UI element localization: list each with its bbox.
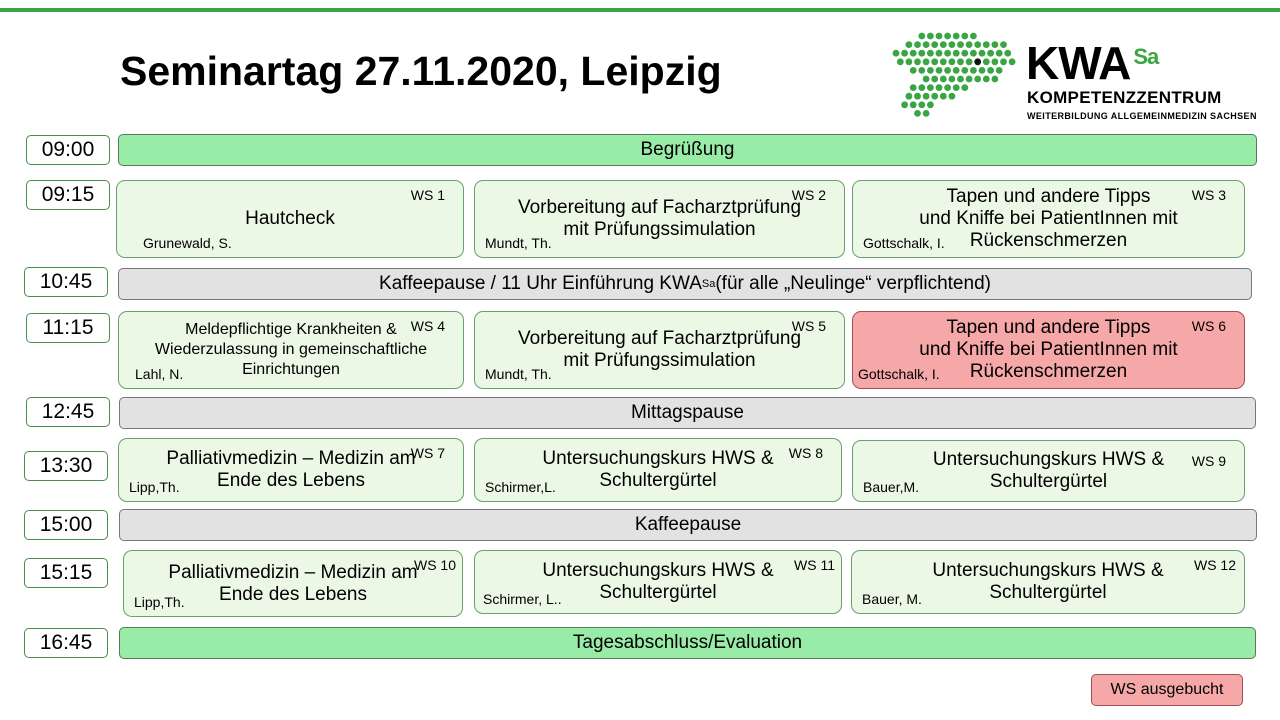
- workshop-card[interactable]: Vorbereitung auf Facharztprüfung mit Prü…: [474, 311, 845, 389]
- time-slot: 11:15: [26, 313, 110, 343]
- workshop-speaker: Lipp,Th.: [129, 479, 180, 495]
- coffee-break-bar: Kaffeepause: [119, 509, 1257, 541]
- saxony-dots-icon: [892, 32, 1016, 117]
- workshop-card[interactable]: Palliativmedizin – Medizin am Ende des L…: [123, 550, 463, 617]
- workshop-number: WS 11: [794, 557, 835, 573]
- workshop-number: WS 7: [410, 445, 445, 461]
- time-slot: 15:15: [24, 558, 108, 588]
- workshop-number: WS 6: [1191, 318, 1226, 334]
- workshop-speaker: Grunewald, S.: [143, 235, 232, 251]
- workshop-card[interactable]: Untersuchungskurs HWS & Schultergürtel W…: [474, 438, 842, 502]
- workshop-speaker: Lipp,Th.: [134, 594, 185, 610]
- workshop-title: Palliativmedizin – Medizin am Ende des L…: [166, 448, 416, 491]
- workshop-card[interactable]: Palliativmedizin – Medizin am Ende des L…: [118, 438, 464, 502]
- workshop-title: Untersuchungskurs HWS & Schultergürtel: [542, 448, 774, 491]
- workshop-title: Untersuchungskurs HWS & Schultergürtel: [932, 449, 1165, 492]
- workshop-card[interactable]: Vorbereitung auf Facharztprüfung mit Prü…: [474, 180, 845, 258]
- workshop-title: Tapen und andere Tipps und Kniffe bei Pa…: [919, 186, 1178, 251]
- workshop-speaker: Schirmer,L.: [485, 479, 556, 495]
- time-slot: 09:15: [26, 180, 110, 210]
- workshop-number: WS 5: [791, 318, 826, 334]
- workshop-card[interactable]: Tapen und andere Tipps und Kniffe bei Pa…: [852, 180, 1245, 258]
- closing-bar: Tagesabschluss/Evaluation: [119, 627, 1256, 659]
- workshop-number: WS 10: [413, 557, 456, 573]
- workshop-speaker: Mundt, Th.: [485, 366, 552, 382]
- workshop-card[interactable]: Meldepflichtige Krankheiten & Wiederzula…: [118, 311, 464, 389]
- workshop-card[interactable]: Untersuchungskurs HWS & Schultergürtel W…: [474, 550, 842, 614]
- time-slot: 09:00: [26, 135, 110, 165]
- time-slot: 10:45: [24, 267, 108, 297]
- workshop-number: WS 1: [410, 187, 445, 203]
- workshop-title: Hautcheck: [245, 208, 335, 229]
- workshop-card-booked[interactable]: Tapen und andere Tipps und Kniffe bei Pa…: [852, 311, 1245, 389]
- workshop-title: Tapen und andere Tipps und Kniffe bei Pa…: [919, 317, 1178, 382]
- workshop-number: WS 9: [1191, 453, 1226, 469]
- workshop-number: WS 12: [1193, 557, 1236, 573]
- workshop-speaker: Schirmer, L..: [483, 591, 562, 607]
- time-slot: 13:30: [24, 451, 108, 481]
- workshop-title: Untersuchungskurs HWS & Schultergürtel: [542, 560, 774, 603]
- lunch-break-bar: Mittagspause: [119, 397, 1256, 429]
- logo-subtitle: KOMPETENZZENTRUM: [1027, 88, 1222, 107]
- logo-tagline: WEITERBILDUNG ALLGEMEINMEDIZIN SACHSEN: [1027, 111, 1257, 121]
- booked-legend: WS ausgebucht: [1091, 674, 1243, 706]
- workshop-speaker: Bauer,M.: [863, 479, 920, 495]
- workshop-number: WS 3: [1191, 187, 1226, 203]
- workshop-speaker: Mundt, Th.: [485, 235, 552, 251]
- welcome-bar: Begrüßung: [118, 134, 1257, 166]
- workshop-card[interactable]: Hautcheck WS 1 Grunewald, S.: [116, 180, 464, 258]
- time-slot: 16:45: [24, 628, 108, 658]
- workshop-number: WS 2: [791, 187, 826, 203]
- workshop-title: Vorbereitung auf Facharztprüfung mit Prü…: [517, 197, 802, 240]
- workshop-number: WS 4: [410, 318, 445, 334]
- workshop-title: Vorbereitung auf Facharztprüfung mit Prü…: [517, 328, 802, 371]
- workshop-title: Meldepflichtige Krankheiten & Wiederzula…: [154, 321, 428, 378]
- workshop-title: Untersuchungskurs HWS & Schultergürtel: [932, 560, 1164, 603]
- workshop-card[interactable]: Untersuchungskurs HWS & Schultergürtel W…: [852, 440, 1245, 502]
- workshop-title: Palliativmedizin – Medizin am Ende des L…: [168, 561, 418, 605]
- workshop-speaker: Bauer, M.: [862, 591, 922, 607]
- time-slot: 15:00: [24, 510, 108, 540]
- page-title: Seminartag 27.11.2020, Leipzig: [120, 48, 722, 94]
- workshop-speaker: Gottschalk, I.: [863, 235, 945, 251]
- workshop-card[interactable]: Untersuchungskurs HWS & Schultergürtel W…: [851, 550, 1245, 614]
- workshop-speaker: Gottschalk, I.: [858, 366, 940, 382]
- top-accent-line: [0, 8, 1280, 12]
- workshop-number: WS 8: [788, 445, 823, 461]
- time-slot: 12:45: [26, 397, 110, 427]
- workshop-speaker: Lahl, N.: [135, 366, 184, 382]
